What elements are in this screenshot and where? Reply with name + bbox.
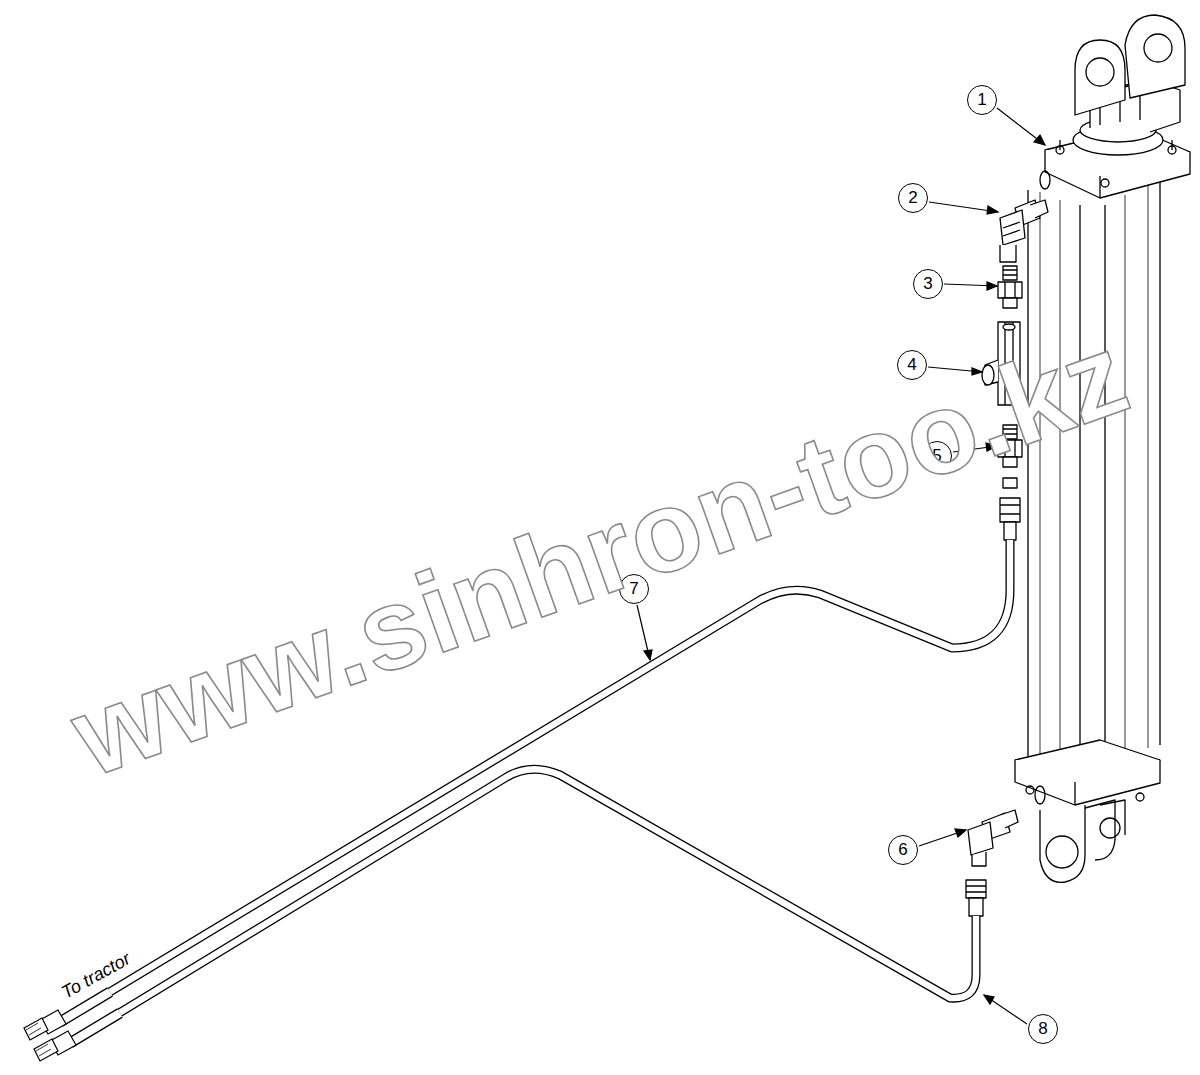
elbow-fitting — [1000, 200, 1048, 262]
hose-note: To tractor — [58, 948, 134, 1003]
callout-number: 3 — [913, 269, 943, 299]
hose-end — [966, 880, 986, 916]
callout-number: 6 — [888, 835, 918, 865]
hose-couplers — [24, 1010, 76, 1061]
callout-number: 8 — [1028, 1014, 1058, 1044]
hose-end — [1000, 478, 1020, 540]
elbow-fitting — [968, 810, 1018, 866]
watermark: www.sinhron-too.kz — [56, 306, 1144, 802]
callout-number: 2 — [898, 183, 928, 213]
adapter-fitting — [998, 266, 1022, 308]
callout-number: 1 — [967, 85, 997, 115]
